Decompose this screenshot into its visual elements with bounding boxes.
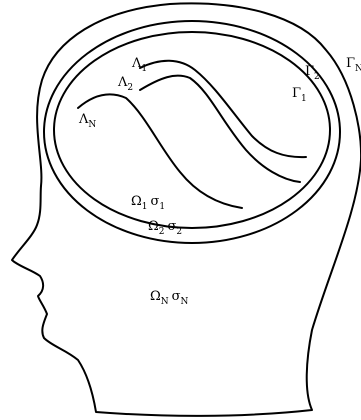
label-lambda-N: ΛN [78, 112, 96, 130]
lambda-2-curve [139, 74, 301, 183]
label-gamma-2: Γ2 [305, 64, 320, 82]
head-outline [11, 2, 361, 417]
lambda-1-curve [139, 59, 307, 159]
lambda-N-curve [77, 93, 243, 209]
gamma-2-boundary [43, 20, 341, 244]
label-lambda-2: Λ2 [117, 75, 133, 93]
gamma-1-boundary [53, 31, 331, 229]
label-gamma-1: Γ1 [292, 86, 307, 104]
label-gamma-N: ΓN [346, 56, 361, 74]
label-lambda-1: Λ1 [131, 56, 147, 74]
